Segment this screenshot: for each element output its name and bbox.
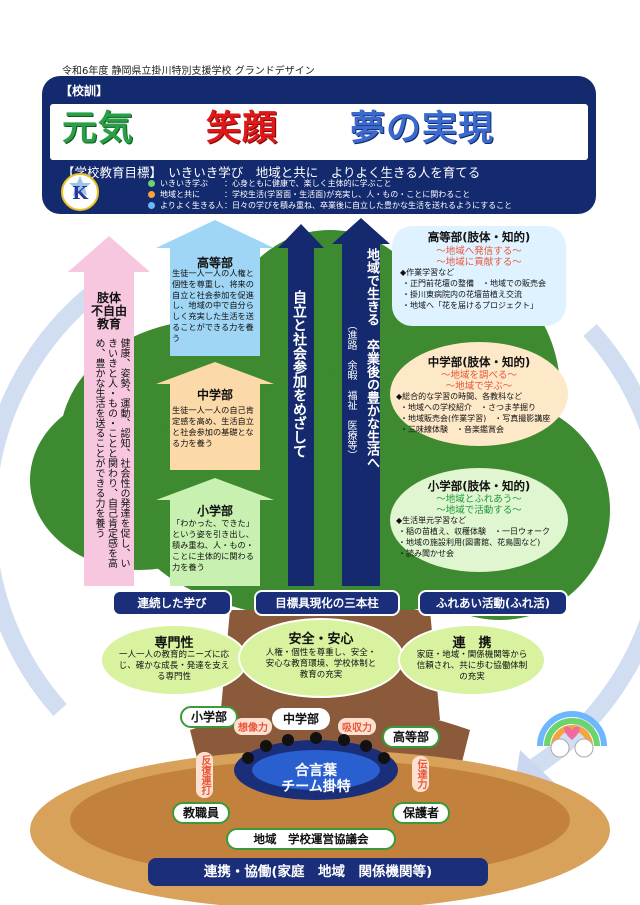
motto-word-genki: 元気	[62, 108, 135, 149]
team-staff: 教職員	[172, 802, 230, 824]
rainbow-heart-icon	[537, 711, 607, 758]
right-elementary-item: ・稲の苗植え、収穫体験 ・一日ウォーク	[398, 527, 550, 536]
team-imagination: 想像力	[234, 718, 272, 735]
pink-arrow-body: 健康、姿勢、運動、認知、社会性の発達を促し、いきいきと人・もの・ことと関わり、自…	[93, 338, 129, 568]
right-high-school-item: ・掛川東病院内の花壇苗植え交流	[402, 290, 522, 299]
high-school-title: 高等部	[196, 256, 233, 270]
right-elementary-title: 小学部(肢体・知的)	[427, 479, 531, 493]
oval-safety	[238, 618, 404, 698]
right-elementary-item: ・読み聞かせ会	[398, 549, 454, 558]
right-high-school-item: ・正門前花壇の整備 ・地域での販売会	[402, 279, 546, 288]
legend-item-yoriyoku: よりよく生きる人：日々の学びを積み重ね、卒業後に自立した豊かな生活を送れるように…	[148, 200, 512, 211]
right-middle-school-panel	[390, 342, 568, 446]
middle-school-body: 生徒一人一人の自己肯定感を高め、生活自立と社会参加の基礎となる力を養う	[172, 405, 254, 448]
oval-cooperation-body: 家庭・地域・関係機関等から信頼され、共に歩む協働体制の充実	[416, 650, 528, 682]
right-high-school-panel	[392, 226, 566, 326]
elementary-body: 「わかった、できた」という姿を引き出し、積み重ね、人・もの・ことに主体的に関わる…	[172, 518, 254, 572]
pill-fureai: ふれあい活動(ふれ活)	[418, 590, 568, 616]
motto-word-egao: 笑顔	[206, 108, 279, 149]
right-elementary-panel	[390, 468, 568, 572]
oval-safety-body: 人権・個性を尊重し、安全・安心な教育環境、学校体制と教育の充実	[265, 648, 377, 680]
middle-school-title: 中学部	[196, 388, 233, 402]
team-council: 地域 学校運営協議会	[226, 828, 396, 850]
bottom-cooperation-banner: 連携・協働(家庭 地域 関係機関等)	[148, 858, 488, 886]
legend-item-chiiki: 地域と共に：学校生活(学習面・生活面)が充実し、人・もの・ことに関わること	[148, 189, 470, 200]
navy-arrow-independence	[278, 224, 324, 586]
oval-expertise-title: 専門性	[154, 636, 194, 651]
oval-expertise	[100, 624, 248, 696]
right-middle-school-item: ・地域への学校紹介 ・さつま芋掘り	[400, 403, 536, 412]
right-middle-school-item: ・地域販売会(作業学習) ・写真撮影講座	[400, 414, 551, 423]
pink-arrow	[68, 236, 150, 586]
oval-expertise-body: 一人一人の教育的ニーズに応じ、確かな成長・発達を支える専門性	[118, 650, 230, 682]
right-middle-school-title: 中学部(肢体・知的)	[427, 355, 531, 369]
motto-word-yume: 夢の実現	[350, 108, 495, 149]
right-high-school-item: ◆作業学習など	[400, 268, 455, 277]
oval-safety-title: 安全・安心	[288, 632, 354, 647]
team-circle-icon	[234, 732, 398, 800]
team-middle: 中学部	[272, 708, 330, 730]
oval-cooperation	[398, 624, 546, 696]
right-high-school-sub1: ～地域へ発信する～	[436, 246, 522, 257]
school-logo-icon: K	[61, 173, 99, 211]
team-high: 高等部	[382, 726, 440, 748]
pink-arrow-title: 肢体不自由教育	[90, 291, 127, 331]
school-goal: 【学校教育目標】 いきいき学び 地域と共に よりよく生きる人を育てる	[62, 165, 481, 180]
right-high-school-item: ・地域へ「花を届けるプロジェクト」	[402, 301, 538, 310]
right-middle-school-item: ◆総合的な学習の時間、各教科など	[396, 392, 523, 401]
navy-arrow-community-label2: （進路 余暇 福祉 医療等）	[345, 320, 356, 460]
orange-dot-icon	[148, 191, 155, 198]
team-guardian: 保護者	[392, 802, 450, 824]
page-header: 令和6年度 静岡県立掛川特別支援学校 グランドデザイン	[62, 66, 315, 77]
motto-label: 【校訓】	[60, 84, 109, 98]
right-middle-school-sub1: ～地域を調べる～	[440, 370, 517, 381]
navy-arrow-community-label1: 地域で生きる 卒業後の豊かな生活へ	[364, 248, 379, 469]
right-elementary-item: ◆生活単元学習など	[396, 516, 467, 525]
right-elementary-sub2: ～地域で活動する～	[436, 505, 522, 516]
blue-dot-icon	[148, 202, 155, 209]
pill-continuous-learning: 連続した学び	[112, 590, 232, 616]
right-elementary-item: ・地域の施設利用(図書館、花鳥園など)	[398, 538, 541, 547]
middle-school-arrow	[156, 362, 274, 470]
navy-arrow-community	[332, 218, 390, 586]
team-kakegawa: チーム掛特	[281, 779, 351, 795]
right-high-school-title: 高等部(肢体・知的)	[427, 230, 531, 244]
high-school-arrow	[156, 220, 274, 356]
team-convey: 伝達力	[412, 756, 429, 792]
team-elementary: 小学部	[180, 706, 238, 728]
oval-cooperation-title: 連 携	[452, 636, 492, 651]
team-absorption: 吸収力	[338, 718, 376, 735]
elementary-arrow	[156, 478, 274, 586]
right-elementary-sub1: ～地域とふれあう～	[436, 494, 522, 505]
logo-letter: K	[72, 183, 89, 204]
team-reflect: 反復連打	[196, 752, 213, 798]
high-school-body: 生徒一人一人の人権と個性を尊重し、将来の自立と社会参加を促進し、地域の中で自分ら…	[172, 268, 254, 343]
navy-arrow-independence-label: 自立と社会参加をめざして	[291, 290, 307, 458]
right-middle-school-item: ・三味線体験 ・音楽鑑賞会	[400, 425, 504, 434]
pill-three-pillars: 目標具現化の三本柱	[254, 590, 400, 616]
elementary-title: 小学部	[196, 504, 233, 518]
legend-item-ikiiki: いきいき学ぶ：心身ともに健康で、楽しく主体的に学ぶこと	[148, 178, 392, 189]
motto-banner	[50, 104, 588, 160]
green-dot-icon	[148, 180, 155, 187]
right-middle-school-sub2: ～地域で学ぶ～	[445, 381, 513, 392]
team-watchword: 合言葉	[295, 763, 337, 779]
right-high-school-sub2: ～地域に貢献する～	[436, 257, 522, 268]
